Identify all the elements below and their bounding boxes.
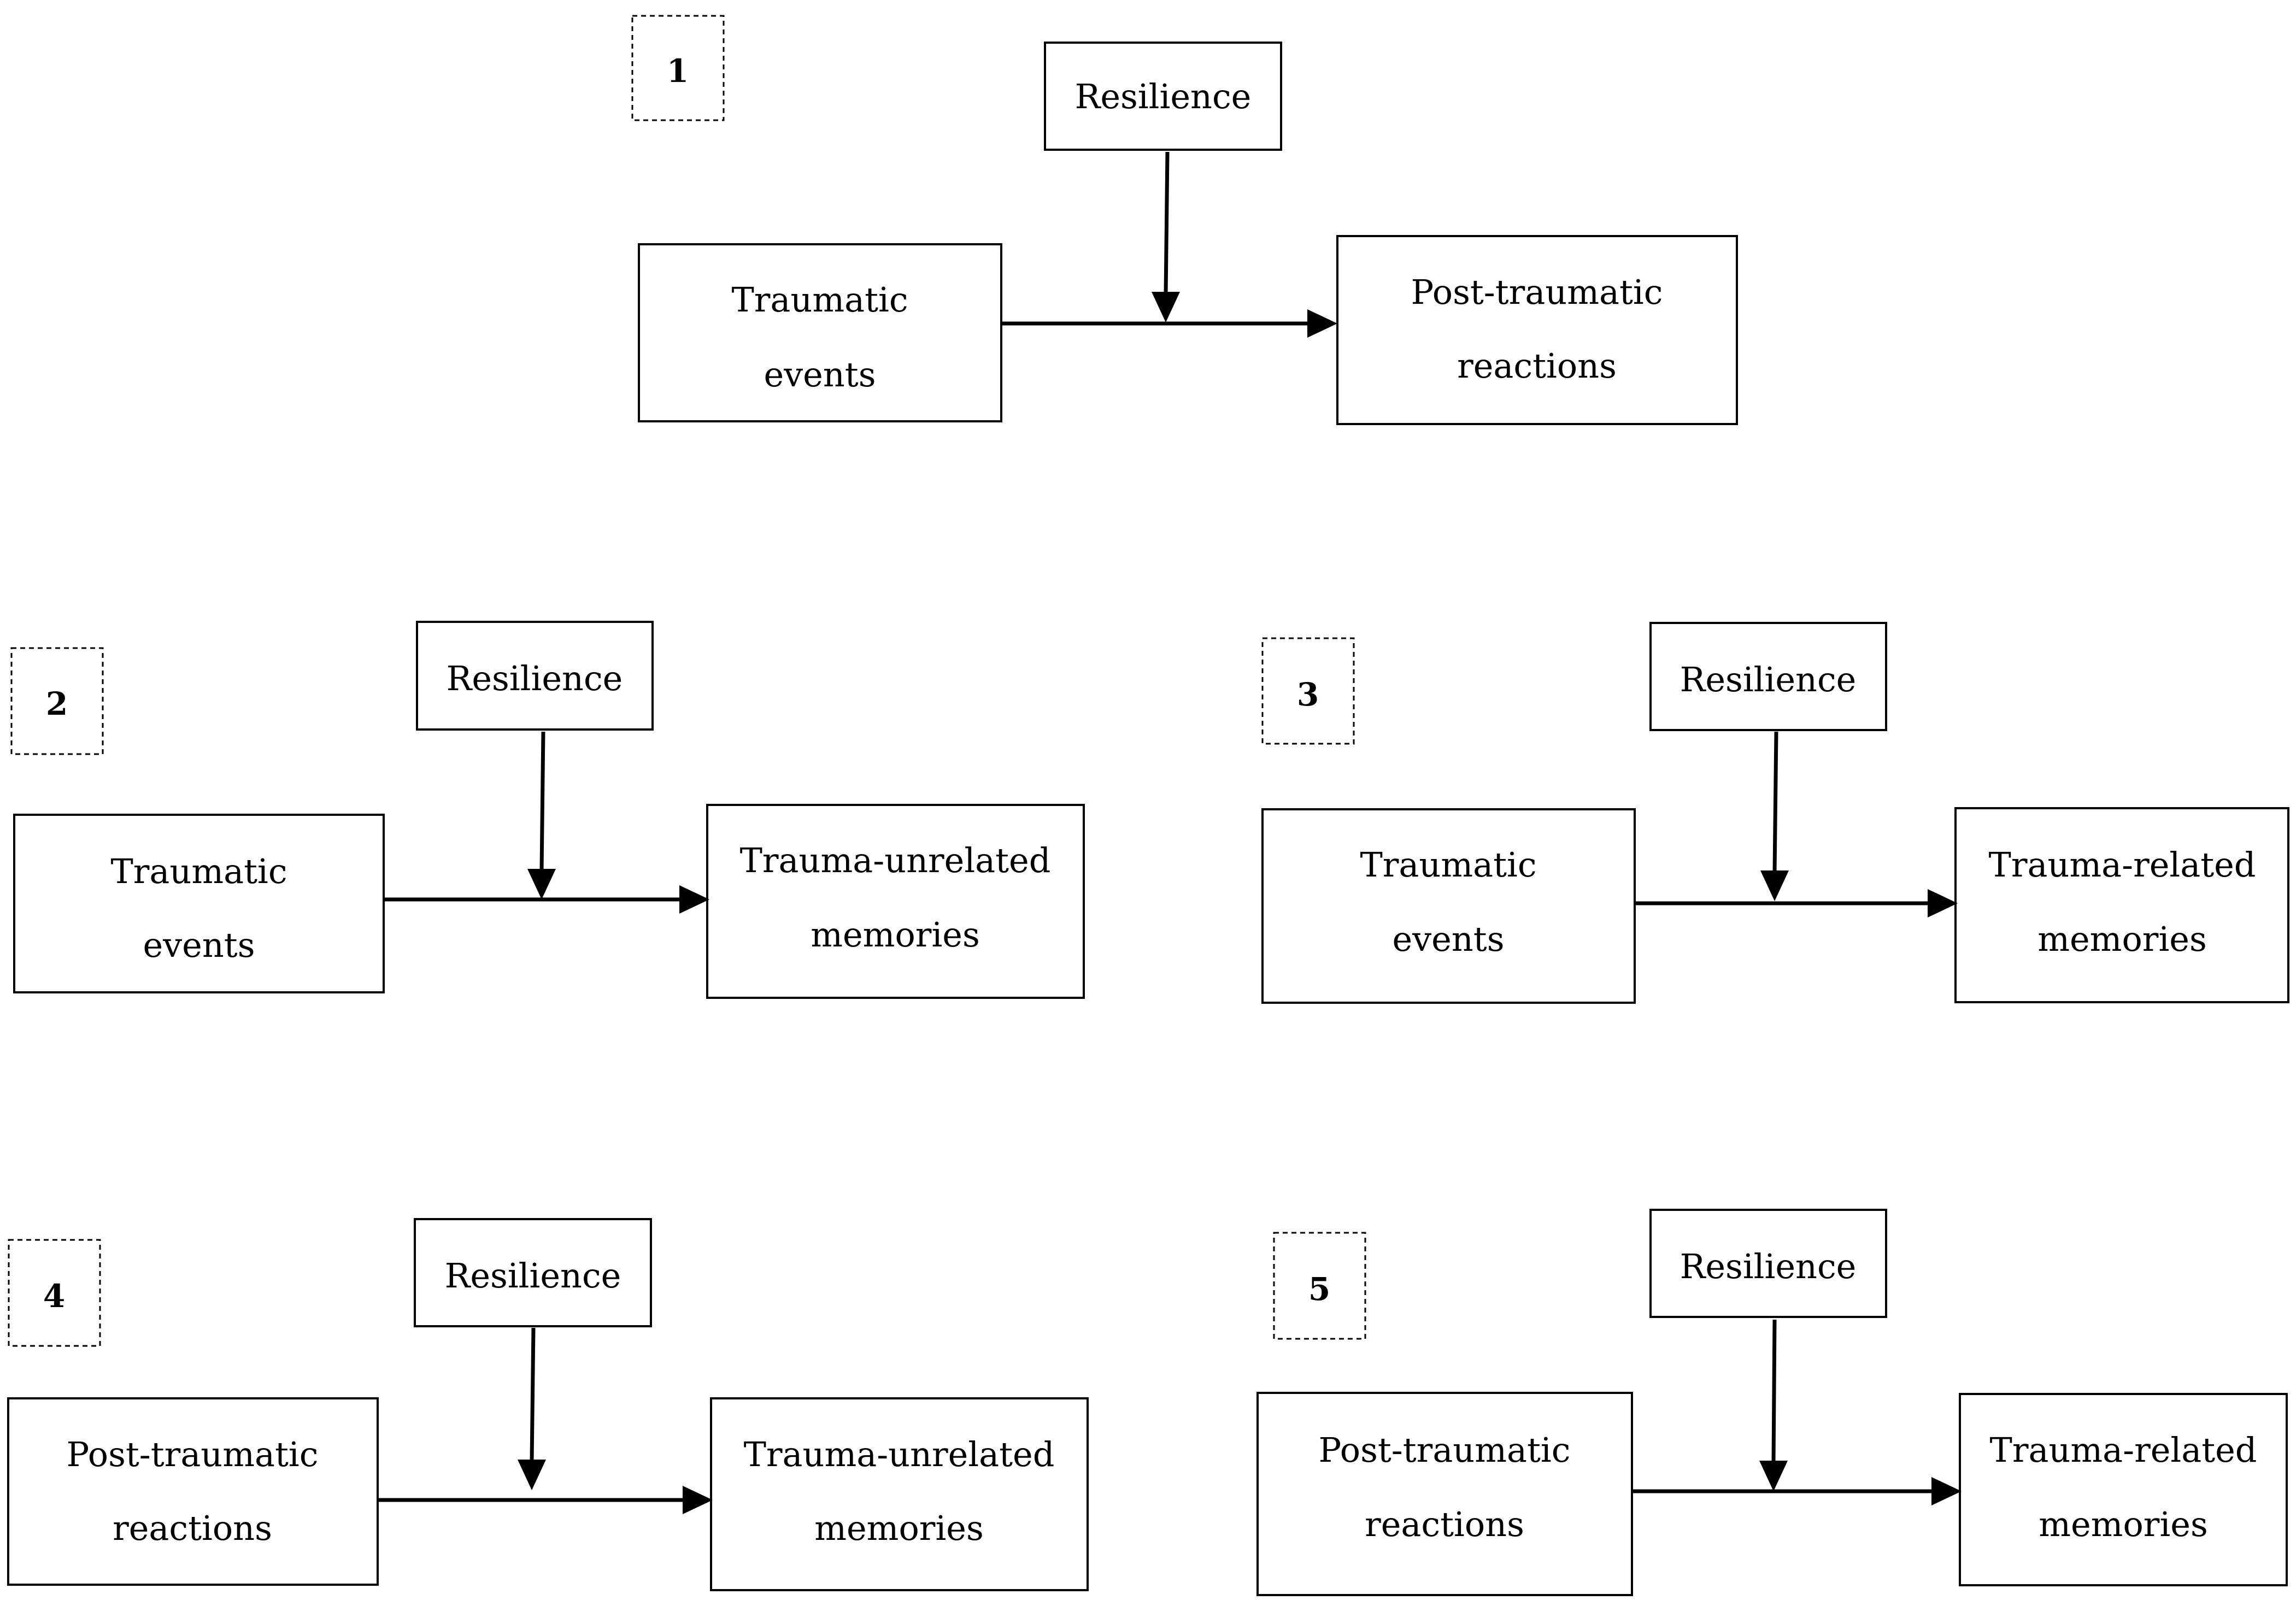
panel-number-box xyxy=(1273,1232,1366,1340)
source-label-line-2: events xyxy=(764,355,876,395)
source-label-line-1: Traumatic xyxy=(1360,845,1536,885)
panel-number: 5 xyxy=(1308,1270,1330,1308)
source-label-line-1: Traumatic xyxy=(731,280,908,320)
panel-number: 1 xyxy=(667,52,689,90)
main-arrow-head xyxy=(679,885,709,914)
moderator-box xyxy=(1044,42,1282,151)
target-box xyxy=(1959,1393,2288,1586)
moderator-box xyxy=(1649,1209,1887,1318)
main-arrow-head xyxy=(683,1486,713,1514)
source-box xyxy=(1256,1392,1633,1596)
moderator-box xyxy=(416,621,654,731)
target-label-line-2: memories xyxy=(2037,919,2207,959)
target-label-line-2: reactions xyxy=(1457,346,1617,386)
moderator-label: Resilience xyxy=(1075,77,1252,116)
panel-1: 1 Resilience Traumatic events Post-traum… xyxy=(631,15,1738,425)
target-box xyxy=(1336,235,1738,425)
moderator-arrow-head xyxy=(1760,870,1789,901)
moderator-box xyxy=(414,1218,652,1327)
panel-3: 3 Resilience Traumatic events Trauma-rel… xyxy=(1261,622,2289,1004)
panel-2: 2 Resilience Traumatic events Trauma-unr… xyxy=(10,621,1085,999)
main-arrow-head xyxy=(1928,889,1958,917)
panel-number: 4 xyxy=(43,1278,65,1315)
moderator-arrow xyxy=(530,1327,536,1462)
moderator-label: Resilience xyxy=(447,658,623,698)
panel-4: 4 Resilience Post-traumatic reactions Tr… xyxy=(7,1218,1089,1591)
target-label-line-1: Post-traumatic xyxy=(1411,272,1663,312)
panel-number-box xyxy=(10,647,104,755)
target-label-line-1: Trauma-related xyxy=(1988,845,2256,885)
source-label-line-1: Post-traumatic xyxy=(67,1434,319,1474)
moderator-arrow xyxy=(1164,151,1170,296)
panel-number: 2 xyxy=(46,685,68,722)
target-label-line-2: memories xyxy=(2039,1504,2208,1544)
source-box xyxy=(1261,808,1636,1004)
source-label-line-2: reactions xyxy=(1365,1504,1524,1544)
source-label-line-2: events xyxy=(143,925,255,965)
moderator-label: Resilience xyxy=(445,1256,621,1296)
target-label-line-1: Trauma-related xyxy=(1989,1430,2257,1470)
moderator-arrow-head xyxy=(1152,292,1180,322)
source-label-line-2: events xyxy=(1392,919,1504,959)
source-label-line-1: Post-traumatic xyxy=(1319,1430,1571,1470)
source-box xyxy=(13,814,385,993)
panel-number-box xyxy=(8,1239,101,1347)
moderator-arrow xyxy=(539,731,545,872)
target-label-line-1: Trauma-unrelated xyxy=(744,1434,1055,1474)
main-arrow-head xyxy=(1307,309,1337,338)
moderator-arrow xyxy=(1771,1319,1777,1463)
source-label-line-1: Traumatic xyxy=(110,851,287,891)
panel-5: 5 Resilience Post-traumatic reactions Tr… xyxy=(1256,1209,2288,1596)
target-box xyxy=(710,1397,1089,1591)
target-label-line-2: memories xyxy=(814,1508,984,1548)
main-arrow-head xyxy=(1931,1477,1962,1505)
moderator-arrow xyxy=(1772,731,1778,873)
panel-number: 3 xyxy=(1297,676,1319,713)
target-label-line-2: memories xyxy=(811,915,980,955)
panel-number-box xyxy=(1261,637,1355,745)
moderator-arrow-head xyxy=(518,1460,546,1490)
source-box xyxy=(638,243,1002,422)
moderator-arrow-head xyxy=(527,869,556,899)
target-box xyxy=(1954,807,2289,1003)
moderator-label: Resilience xyxy=(1680,1246,1857,1286)
moderator-label: Resilience xyxy=(1680,660,1857,699)
source-box xyxy=(7,1397,379,1586)
moderator-arrow-head xyxy=(1759,1461,1788,1491)
moderator-box xyxy=(1649,622,1887,731)
source-label-line-2: reactions xyxy=(113,1508,272,1548)
panel-number-box xyxy=(631,15,725,121)
target-label-line-1: Trauma-unrelated xyxy=(740,840,1051,880)
target-box xyxy=(706,804,1085,999)
